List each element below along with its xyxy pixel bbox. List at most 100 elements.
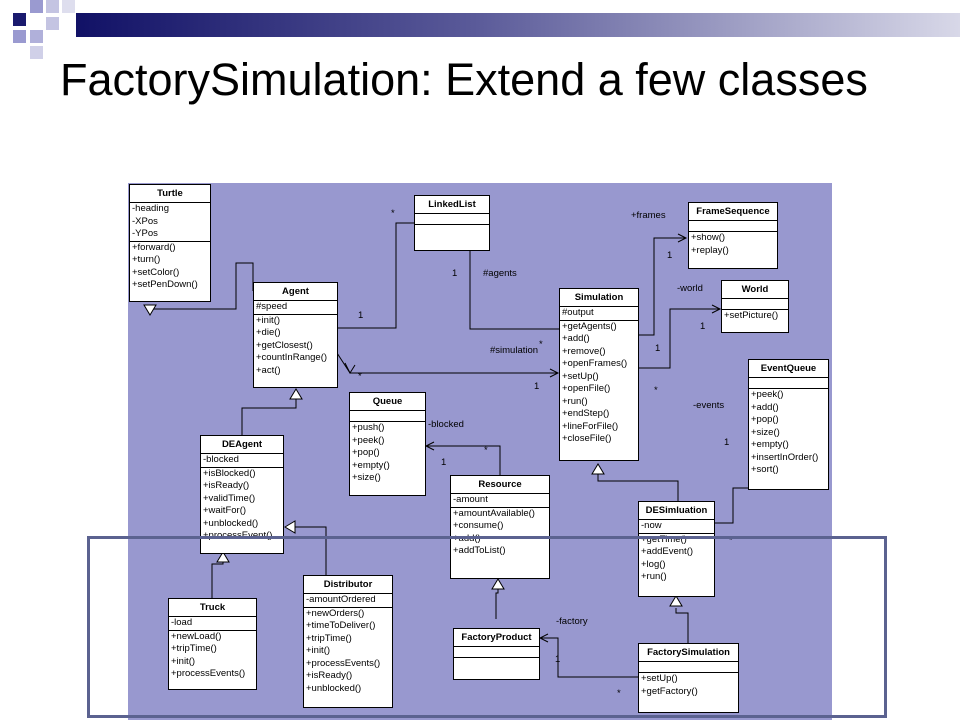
- class-name: Queue: [350, 393, 425, 411]
- operation: +getAgents(): [562, 320, 617, 332]
- operation: +peek(): [352, 434, 385, 446]
- operation: +openFrames(): [562, 358, 628, 369]
- operation: +timeToDeliver(): [306, 620, 376, 631]
- operation: +insertInOrder(): [751, 451, 819, 463]
- operation: +init(): [256, 314, 281, 326]
- operation: +countInRange(): [256, 352, 328, 363]
- attribute: #output: [562, 307, 594, 318]
- deco-square: [46, 0, 59, 13]
- label-factory: -factory: [556, 616, 588, 627]
- class-truck: Truck -load +newLoad()+tripTime()+init()…: [168, 598, 257, 690]
- deco-square: [30, 46, 43, 59]
- operation: +addEvent(): [641, 546, 694, 557]
- operation: +amountAvailable(): [453, 507, 535, 519]
- operation: +lineForFile(): [562, 420, 619, 432]
- inherit-distributor-deagent: [293, 526, 327, 576]
- operation: +unblocked(): [306, 682, 362, 694]
- operation: +add(): [562, 333, 590, 344]
- operation: +waitFor(): [203, 505, 247, 516]
- operation: +die(): [256, 327, 281, 338]
- class-resource: Resource -amount +amountAvailable()+cons…: [450, 475, 550, 579]
- multiplicity: 1: [358, 310, 364, 321]
- inherit-factorysim-desim: [675, 608, 689, 644]
- label-frames: +frames: [631, 210, 666, 221]
- class-agent: Agent #speed +init()+die()+getClosest()+…: [253, 282, 338, 388]
- operation: +push(): [352, 422, 385, 433]
- multiplicity: 1: [555, 654, 561, 665]
- class-distributor: Distributor -amountOrdered +newOrders()+…: [303, 575, 393, 708]
- deco-square: [13, 13, 26, 26]
- class-deagent: DEAgent -blocked +isBlocked()+isReady()+…: [200, 435, 284, 554]
- multiplicity: *: [539, 339, 543, 350]
- assoc-simulation-linkedlist: [469, 240, 559, 330]
- class-name: Simulation: [560, 289, 638, 307]
- class-factorysimulation: FactorySimulation +setUp()+getFactory(): [638, 643, 739, 713]
- operation: +empty(): [352, 459, 390, 471]
- assoc-sim-frames: [638, 237, 686, 336]
- deco-square: [30, 0, 43, 13]
- assoc-resource-queue: [426, 445, 501, 475]
- operation: +setColor(): [132, 266, 180, 278]
- deco-square: [62, 0, 75, 13]
- inherit-desim-simulation: [597, 468, 679, 501]
- operation: +turn(): [132, 254, 161, 265]
- multiplicity: *: [654, 385, 658, 396]
- assoc-desim-eventqueue: [710, 487, 748, 524]
- operation: +openFile(): [562, 383, 611, 394]
- class-name: DESimluation: [639, 502, 714, 520]
- class-name: Distributor: [304, 576, 392, 594]
- assoc-factorysim-product: [540, 637, 638, 678]
- label-agents: #agents: [483, 268, 517, 279]
- operation: +remove(): [562, 345, 606, 357]
- multiplicity: *: [358, 371, 362, 382]
- label-world: -world: [677, 283, 703, 294]
- attribute: -now: [641, 520, 662, 531]
- operation: +log(): [641, 558, 666, 570]
- assoc-agent-linkedlist: [337, 222, 414, 329]
- class-name: Agent: [254, 283, 337, 301]
- attribute: -YPos: [132, 228, 158, 239]
- deco-square: [46, 17, 59, 30]
- operation: +newLoad(): [171, 630, 222, 642]
- class-factoryproduct: FactoryProduct: [453, 628, 540, 680]
- class-eventqueue: EventQueue +peek()+add()+pop()+size()+em…: [748, 359, 829, 490]
- class-linkedlist: LinkedList: [414, 195, 490, 251]
- operation: +sort(): [751, 464, 779, 475]
- operation: +empty(): [751, 439, 789, 450]
- operation: +newOrders(): [306, 607, 365, 619]
- slide-title: FactorySimulation: Extend a few classes: [60, 54, 868, 105]
- operation: +closeFile(): [562, 433, 612, 444]
- attribute: #speed: [256, 301, 288, 312]
- operation: +add(): [751, 401, 779, 413]
- operation: +forward(): [132, 241, 176, 253]
- class-name: LinkedList: [415, 196, 489, 214]
- title-bar-gradient: [76, 13, 960, 37]
- operation: +consume(): [453, 520, 504, 531]
- operation: +show(): [691, 232, 726, 243]
- multiplicity: 1: [655, 343, 661, 354]
- operation: +replay(): [691, 244, 729, 256]
- multiplicity: 1: [700, 321, 706, 332]
- operation: +peek(): [751, 389, 784, 400]
- operation: +validTime(): [203, 492, 256, 504]
- operation: +addToList(): [453, 545, 506, 556]
- attribute: -blocked: [203, 454, 239, 465]
- class-desimulation: DESimluation -now +getTime()+addEvent()+…: [638, 501, 715, 597]
- class-framesequence: FrameSequence +show()+replay(): [688, 202, 778, 269]
- operation: +run(): [562, 395, 588, 407]
- class-name: Resource: [451, 476, 549, 494]
- class-name: FactoryProduct: [454, 629, 539, 647]
- attribute: -load: [171, 617, 193, 628]
- multiplicity: *: [391, 208, 395, 219]
- operation: +setPicture(): [724, 310, 779, 321]
- assoc-agent-simulation: [336, 352, 558, 374]
- multiplicity: 1: [667, 250, 673, 261]
- class-simulation: Simulation #output +getAgents()+add()+re…: [559, 288, 639, 461]
- operation: +init(): [171, 655, 196, 667]
- class-name: Turtle: [130, 185, 210, 203]
- label-blocked: -blocked: [428, 419, 464, 430]
- class-name: EventQueue: [749, 360, 828, 378]
- multiplicity: *: [617, 688, 621, 699]
- operation: +setUp(): [641, 673, 678, 684]
- operation: +act(): [256, 364, 281, 376]
